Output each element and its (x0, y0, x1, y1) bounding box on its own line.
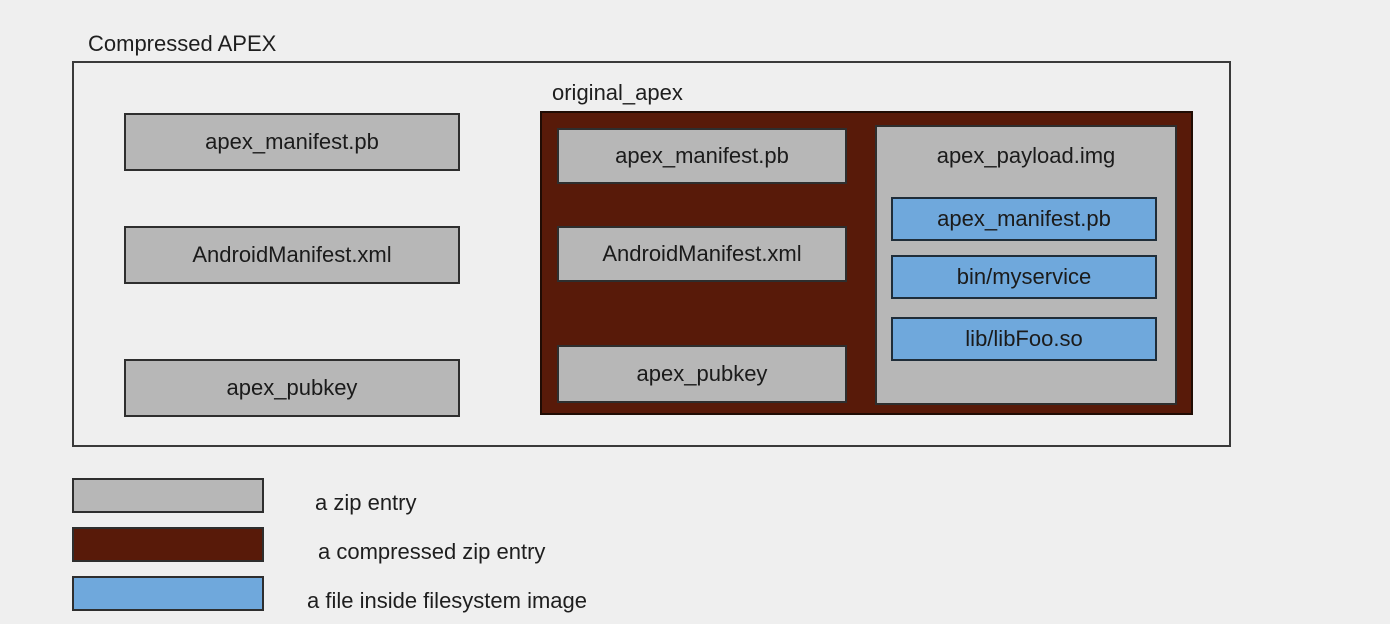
zip-entry-androidmanifest-xml: AndroidManifest.xml (124, 226, 460, 284)
zip-entry-apex-pubkey: apex_pubkey (124, 359, 460, 417)
apex-payload-box: apex_payload.img apex_manifest.pb bin/my… (875, 125, 1177, 405)
legend-label-compressed-zip-entry: a compressed zip entry (318, 539, 546, 564)
legend-label-filesystem-file: a file inside filesystem image (307, 588, 588, 613)
legend-swatch-compressed-zip-entry (72, 527, 264, 562)
original-apex-zip-entry-apex-manifest-pb: apex_manifest.pb (557, 128, 847, 184)
payload-file-apex-manifest-pb: apex_manifest.pb (891, 197, 1157, 241)
payload-file-bin-myservice: bin/myservice (891, 255, 1157, 299)
original-apex-zip-entry-androidmanifest-xml: AndroidManifest.xml (557, 226, 847, 282)
payload-file-lib-libfoo-so: lib/libFoo.so (891, 317, 1157, 361)
diagram-title: Compressed APEX (88, 31, 277, 56)
compressed-apex-box: apex_manifest.pb AndroidManifest.xml ape… (72, 61, 1231, 447)
original-apex-box: apex_manifest.pb AndroidManifest.xml ape… (540, 111, 1193, 415)
original-apex-label: original_apex (552, 80, 683, 105)
apex-payload-label: apex_payload.img (936, 143, 1116, 168)
legend-swatch-zip-entry (72, 478, 264, 513)
zip-entry-apex-manifest-pb: apex_manifest.pb (124, 113, 460, 171)
legend-label-zip-entry: a zip entry (315, 490, 417, 515)
original-apex-zip-entry-apex-pubkey: apex_pubkey (557, 345, 847, 403)
legend-swatch-filesystem-file (72, 576, 264, 611)
